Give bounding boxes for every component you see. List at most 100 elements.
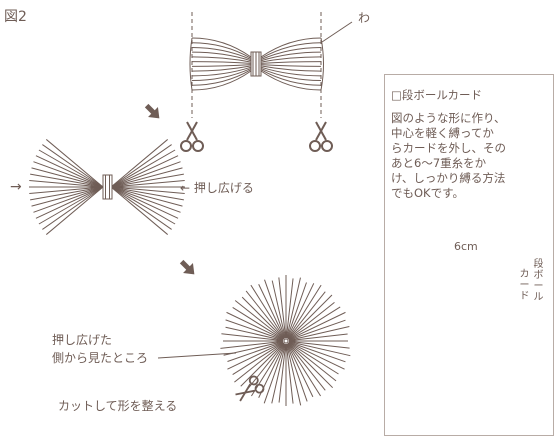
yarn-strand	[288, 311, 346, 341]
yarn-strand	[288, 342, 339, 375]
yarn-strand	[110, 167, 183, 188]
yarn-strand	[38, 149, 104, 188]
yarn-strand	[220, 340, 284, 349]
yarn-strand	[234, 300, 284, 340]
yarn-strand	[191, 51, 252, 62]
yarn-strand	[110, 186, 172, 230]
yarn-strand	[38, 186, 104, 225]
yarn-strand	[287, 343, 322, 397]
yarn-strand	[260, 70, 322, 91]
yarn-strand	[221, 333, 284, 342]
yarn-strand	[110, 161, 181, 188]
yarn-strand	[110, 186, 169, 235]
yarn-strand	[288, 333, 348, 342]
push-arrow-glyph: →	[10, 179, 22, 195]
yarn-strand	[260, 65, 322, 72]
yarn-strand	[278, 277, 287, 339]
yarn-strand	[225, 319, 284, 341]
yarn-strand	[260, 64, 322, 67]
yarn-strand	[250, 343, 285, 397]
yarn-strand	[260, 56, 322, 63]
yarn-strand	[110, 186, 183, 207]
yarn-strand	[110, 149, 176, 188]
scissors-icon	[309, 121, 333, 152]
side-view-label-line2: 側から見たところ	[52, 351, 149, 365]
yarn-strand	[263, 343, 286, 404]
yarn-strand	[288, 301, 335, 340]
yarn-strand	[191, 46, 252, 61]
yarn-strand	[258, 284, 286, 339]
yarn-strand	[271, 280, 286, 339]
yarn-strand	[287, 284, 322, 339]
yarn-strand	[191, 65, 252, 72]
bundle-edge	[320, 37, 324, 91]
yarn-strand	[31, 186, 104, 207]
scissors-icon	[180, 121, 204, 152]
yarn-strand	[42, 186, 104, 230]
loop-label: わ	[358, 11, 371, 25]
trim-scissors-icon	[235, 375, 265, 402]
yarn-strand	[286, 343, 302, 406]
yarn-strand	[110, 155, 179, 188]
yarn-strand	[285, 343, 294, 404]
yarn-strand	[288, 319, 346, 341]
yarn-strand	[288, 306, 341, 340]
yarn-strand	[30, 186, 104, 201]
yarn-strand	[287, 291, 326, 339]
yarn-strand	[42, 144, 104, 188]
yarn-strand	[191, 69, 252, 86]
yarn-strand	[271, 343, 286, 404]
yarn-strand	[245, 290, 285, 339]
yarn-strand	[260, 51, 322, 62]
yarn-strand	[264, 279, 286, 339]
cardboard-card-note: □段ボールカード 図のような形に作り、 中心を軽く縛ってか らカードを外し、その…	[384, 74, 554, 436]
yarn-strand	[110, 173, 184, 188]
yarn-strand	[260, 37, 322, 58]
yarn-strand	[33, 186, 104, 213]
yarn-strand	[287, 342, 334, 389]
yarn-strand	[285, 278, 294, 339]
yarn-strand	[260, 42, 322, 59]
yarn-strand	[286, 277, 301, 339]
loop-leader-line	[321, 21, 353, 43]
yarn-strand	[286, 343, 308, 402]
yarn-strand	[287, 294, 333, 340]
yarn-strand	[278, 343, 287, 403]
yarn-strand	[45, 186, 104, 235]
yarn-strand	[33, 161, 104, 188]
yarn-strand	[191, 64, 252, 67]
yarn-strand	[288, 340, 350, 349]
yarn-strand	[288, 326, 350, 341]
yarn-strand	[232, 342, 284, 375]
yarn-strand	[260, 61, 322, 64]
yarn-strand	[288, 341, 345, 370]
yarn-strand	[260, 66, 322, 77]
yarn-strand	[191, 37, 252, 58]
card-width-label: 6cm	[454, 240, 478, 253]
yarn-strand	[191, 56, 252, 63]
yarn-strand	[234, 342, 284, 383]
yarn-strand	[110, 186, 185, 194]
yarn-strand	[191, 66, 252, 77]
yarn-strand	[260, 46, 322, 61]
yarn-strand	[260, 67, 322, 82]
push-label: ← 押し広げる	[180, 181, 254, 195]
arrow-down-right-icon	[179, 259, 195, 275]
yarn-strand	[29, 186, 104, 194]
yarn-strand	[191, 42, 252, 59]
trim-label: カットして形を整える	[58, 399, 178, 413]
yarn-strand	[286, 282, 307, 339]
yarn-strand	[232, 307, 284, 340]
yarn-strand	[227, 341, 284, 362]
yarn-strand	[225, 326, 284, 341]
yarn-strand	[287, 343, 326, 391]
yarn-strand	[110, 186, 181, 213]
yarn-strand	[31, 167, 104, 188]
yarn-strand	[227, 341, 284, 370]
yarn-strand	[110, 180, 185, 188]
yarn-strand	[35, 155, 104, 188]
cut-yarn-bow	[29, 139, 185, 235]
pompom-side-view	[220, 275, 351, 406]
yarn-strand	[240, 342, 285, 387]
yarn-strand	[110, 139, 169, 188]
